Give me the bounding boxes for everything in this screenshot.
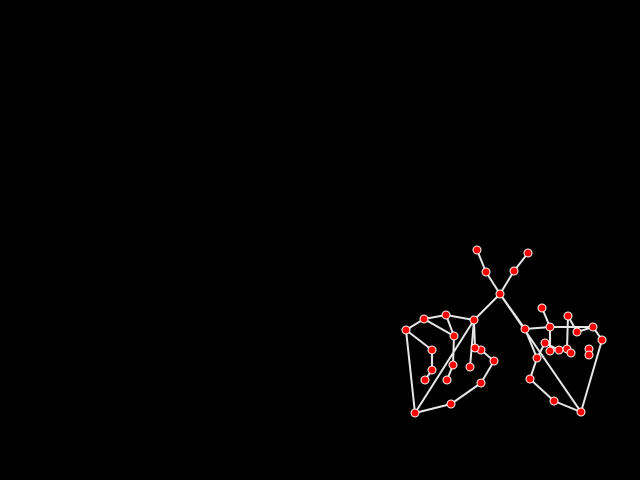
joint-point	[549, 396, 559, 406]
joint-point	[572, 327, 582, 337]
joint-point	[588, 322, 598, 332]
joint-point	[576, 407, 586, 417]
joint-point	[472, 245, 482, 255]
joint-point	[509, 266, 519, 276]
bone-segment	[553, 400, 582, 413]
joint-point	[489, 356, 499, 366]
bone-segment	[414, 319, 475, 414]
bone-segment	[414, 403, 452, 414]
joint-point	[449, 331, 459, 341]
bone-segment	[524, 328, 538, 359]
joint-point	[566, 348, 576, 358]
joint-point	[469, 315, 479, 325]
bone-segment	[529, 378, 555, 402]
joint-point	[470, 343, 480, 353]
bone-segment	[580, 339, 603, 413]
joint-point	[563, 311, 573, 321]
joint-point	[532, 353, 542, 363]
bone-segment	[566, 315, 569, 350]
joint-point	[410, 408, 420, 418]
joint-point	[448, 360, 458, 370]
joint-point	[465, 362, 475, 372]
bone-segment	[450, 382, 482, 405]
joint-point	[419, 314, 429, 324]
joint-point	[441, 310, 451, 320]
joint-point	[495, 289, 505, 299]
joint-point	[545, 322, 555, 332]
skeleton-joints	[401, 245, 607, 418]
bone-segment	[452, 335, 455, 366]
joint-point	[554, 345, 564, 355]
bone-segment	[469, 319, 475, 368]
joint-point	[523, 248, 533, 258]
joint-point	[525, 374, 535, 384]
joint-point	[545, 346, 555, 356]
joint-point	[537, 303, 547, 313]
joint-point	[597, 335, 607, 345]
joint-point	[427, 345, 437, 355]
joint-point	[427, 365, 437, 375]
bone-segment	[405, 329, 416, 414]
joint-point	[584, 350, 594, 360]
joint-point	[420, 375, 430, 385]
bone-segment	[423, 318, 455, 337]
joint-point	[446, 399, 456, 409]
bone-segment	[405, 329, 433, 351]
joint-point	[401, 325, 411, 335]
bone-segment	[473, 293, 501, 321]
joint-point	[540, 338, 550, 348]
bone-segment	[445, 314, 475, 321]
joint-point	[476, 378, 486, 388]
joint-point	[442, 375, 452, 385]
joint-point	[481, 267, 491, 277]
joint-point	[520, 324, 530, 334]
